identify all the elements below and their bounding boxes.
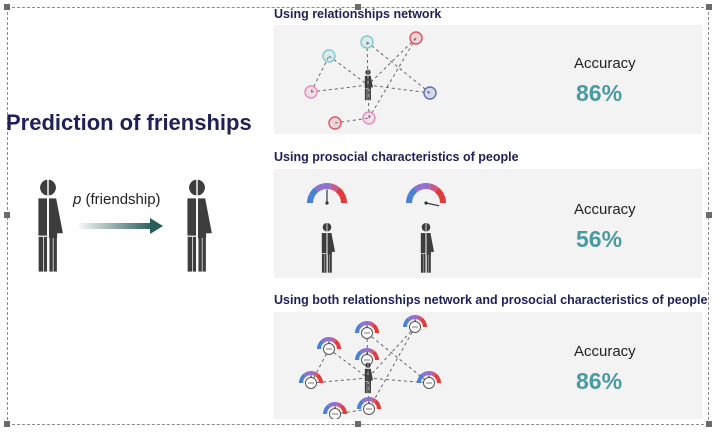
network-edge xyxy=(366,332,430,384)
accuracy-label: Accuracy xyxy=(574,55,636,72)
person-icon xyxy=(364,361,373,394)
network-edge xyxy=(368,37,417,119)
person-icon xyxy=(187,177,212,272)
network-edge xyxy=(367,377,430,384)
resize-handle-left-mid[interactable] xyxy=(4,212,10,218)
prosocial-gauges-diagram xyxy=(307,183,446,273)
network-edge xyxy=(366,41,431,94)
combined-network-diagram xyxy=(299,315,441,419)
gauge-icon xyxy=(403,315,427,329)
panel-3-heading: Using both relationships network and pro… xyxy=(274,293,708,307)
resize-handle-bottom-left[interactable] xyxy=(4,421,10,427)
person-icon xyxy=(38,177,63,272)
panel-combined: Accuracy 86% xyxy=(274,312,702,419)
network-edge xyxy=(310,55,330,93)
network-edge xyxy=(328,55,369,86)
panel-relationships-network: Accuracy 86% xyxy=(274,25,702,134)
network-node xyxy=(362,111,376,125)
resize-handle-top-left[interactable] xyxy=(4,4,10,10)
accuracy-label: Accuracy xyxy=(574,343,636,360)
resize-handle-bottom-mid[interactable] xyxy=(355,421,361,427)
gauge-icon xyxy=(357,397,381,411)
network-node xyxy=(409,31,423,45)
network-edge xyxy=(328,348,369,379)
gauge-icon xyxy=(355,321,379,335)
gauge-icon xyxy=(417,371,441,385)
probability-text: (friendship) xyxy=(85,191,161,208)
panel-1-heading: Using relationships network xyxy=(274,7,442,21)
accuracy-label: Accuracy xyxy=(574,201,636,218)
gauge-icon xyxy=(323,402,347,416)
diagram-title: Prediction of frienships xyxy=(6,110,252,135)
network-edge xyxy=(367,37,417,86)
gauge-icon xyxy=(307,183,347,205)
network-edge xyxy=(310,84,369,93)
resize-handle-right-mid[interactable] xyxy=(706,212,712,218)
person-icon xyxy=(364,68,373,101)
relationship-network-diagram xyxy=(304,31,437,130)
network-edge xyxy=(368,326,416,410)
network-edge xyxy=(310,348,330,384)
gauge-icon xyxy=(406,183,446,207)
network-edge xyxy=(366,41,369,86)
resize-handle-top-mid[interactable] xyxy=(355,4,361,10)
network-edge xyxy=(367,84,431,94)
probability-symbol: p xyxy=(73,191,82,208)
network-node xyxy=(304,85,318,99)
friendship-arrow-icon xyxy=(79,218,163,234)
network-node xyxy=(423,86,437,100)
resize-handle-bottom-right[interactable] xyxy=(706,421,712,427)
network-node xyxy=(328,116,342,130)
friendship-probability-label: p (friendship) xyxy=(73,191,161,208)
resize-handle-top-right[interactable] xyxy=(706,4,712,10)
person-icon xyxy=(321,222,336,273)
network-edge xyxy=(366,332,369,379)
panel-prosocial-characteristics: Accuracy 56% xyxy=(274,169,702,278)
accuracy-value: 56% xyxy=(576,226,623,252)
network-node xyxy=(322,49,336,63)
accuracy-value: 86% xyxy=(576,80,623,106)
panel-2-heading: Using prosocial characteristics of peopl… xyxy=(274,150,519,164)
accuracy-value: 86% xyxy=(576,368,623,394)
network-node xyxy=(360,35,374,49)
person-icon xyxy=(420,222,435,273)
